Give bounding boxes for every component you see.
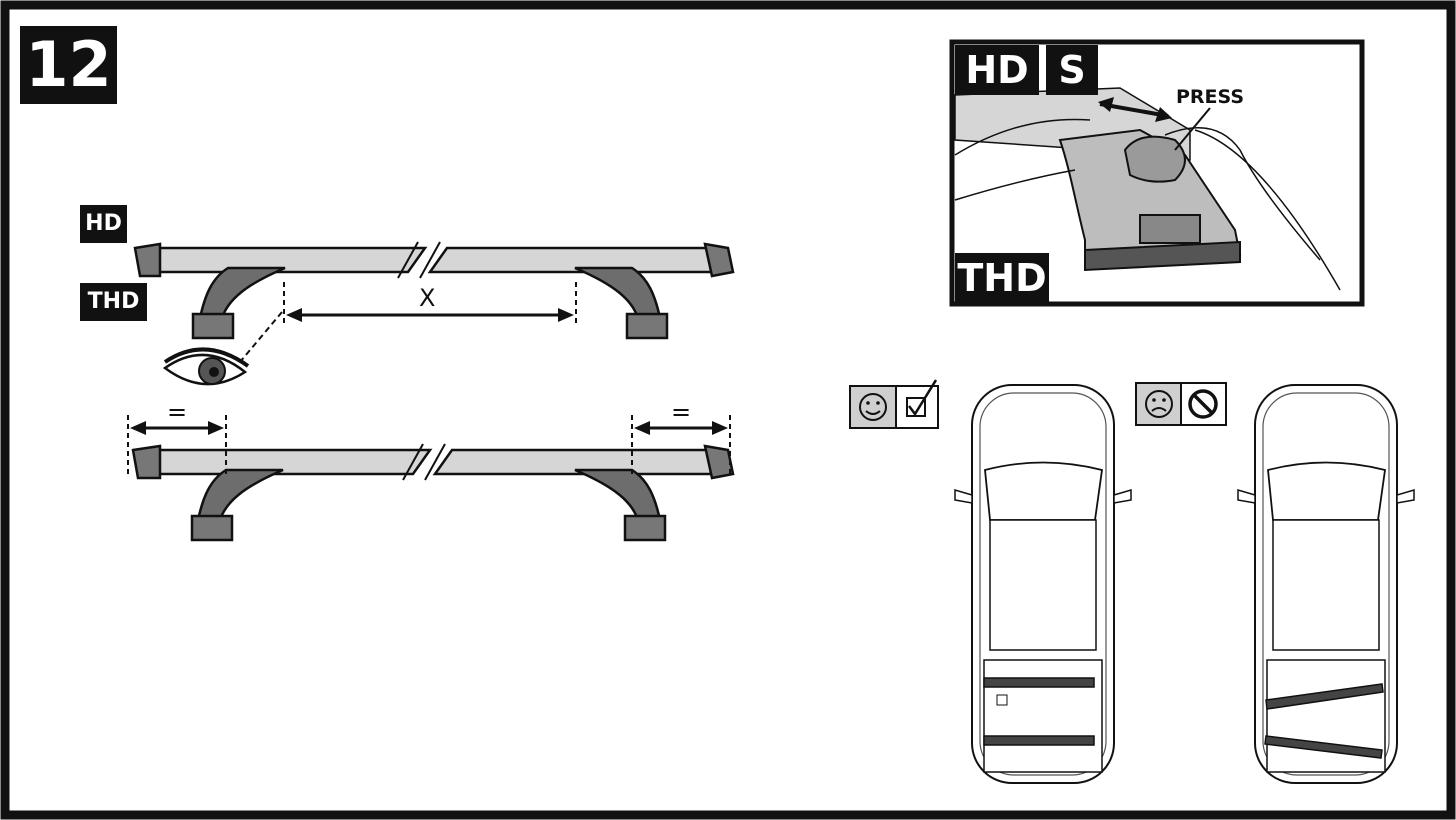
end-cap-left <box>133 242 162 278</box>
press-label: PRESS <box>1176 86 1245 108</box>
crossbar-top <box>133 241 735 340</box>
equal-left-label: = <box>167 398 188 426</box>
crossbar-parallel <box>983 735 1095 746</box>
crossbar-parallel <box>983 677 1095 688</box>
truck-incorrect <box>1237 384 1415 784</box>
label-thd: THD <box>80 283 147 321</box>
checkbox-checked-icon <box>906 379 938 417</box>
break-line <box>424 443 446 481</box>
dimension-equal-right <box>631 415 731 478</box>
foot-right <box>574 468 662 522</box>
break-line <box>397 241 419 279</box>
break-line <box>419 241 441 279</box>
inset-label-s: S <box>1046 45 1098 95</box>
dimension-x <box>239 282 577 363</box>
bar-segment-left <box>146 448 433 476</box>
inset-label-thd: THD <box>955 253 1049 302</box>
foot-pad-left <box>190 514 234 542</box>
foot-left <box>198 266 286 320</box>
crossbar-skewed <box>1265 683 1384 710</box>
label-hd: HD <box>80 205 127 243</box>
foot-left <box>196 468 284 522</box>
end-cap-right <box>703 444 735 480</box>
dimension-x-label: X <box>419 284 436 312</box>
foot-pad-left <box>191 312 235 340</box>
foot-pad-right <box>625 312 669 340</box>
end-cap-left <box>131 444 162 480</box>
truck-correct <box>954 384 1132 784</box>
correct-indicator <box>849 379 939 429</box>
crossbar-skewed <box>1264 735 1383 759</box>
break-line <box>402 443 424 481</box>
incorrect-indicator <box>1135 382 1227 426</box>
smiley-face-icon <box>859 393 887 421</box>
bar-segment-left <box>146 246 428 274</box>
bar-segment-right <box>427 246 717 274</box>
equal-right-label: = <box>671 398 692 426</box>
end-cap-right <box>703 242 735 278</box>
sad-face-icon <box>1145 390 1173 418</box>
foot-pad-right <box>623 514 667 542</box>
crossbar-bottom <box>131 443 735 542</box>
inset-label-hd: HD <box>955 45 1039 95</box>
eye-icon <box>162 347 250 386</box>
foot-right <box>574 266 662 320</box>
dimension-equal-left <box>127 415 227 478</box>
step-number: 12 <box>20 26 117 104</box>
prohibited-icon <box>1188 389 1218 419</box>
